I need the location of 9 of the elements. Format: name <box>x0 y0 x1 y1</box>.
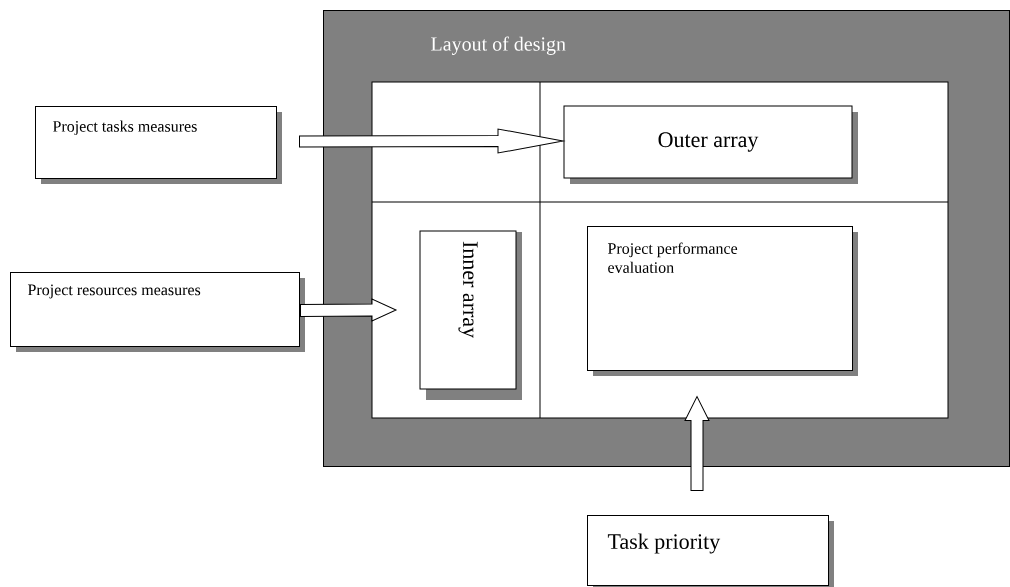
block-arrow <box>299 128 564 154</box>
input-box: Project resources measures <box>10 272 305 352</box>
block-arrow <box>300 298 397 322</box>
block-arrow <box>684 396 710 491</box>
array-box: Inner array <box>419 230 522 400</box>
evaluation-box: Project performance evaluation <box>587 226 858 376</box>
input-box: Task priority <box>587 515 834 587</box>
array-box: Outer array <box>563 105 858 184</box>
input-box: Project tasks measures <box>35 106 282 184</box>
